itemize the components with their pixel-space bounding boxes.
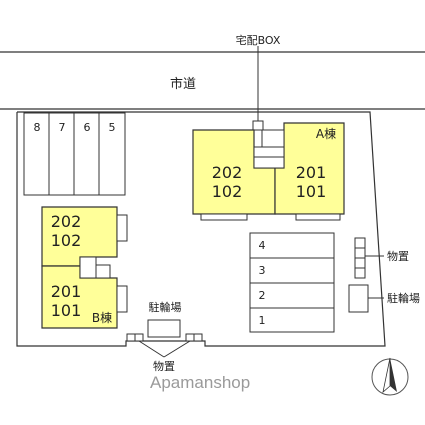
- building-a-name: A棟: [316, 126, 336, 141]
- building-b-unit-101: 101: [51, 301, 82, 320]
- parking-spot-7: 7: [59, 121, 66, 134]
- parking-spot-4: 4: [259, 239, 266, 252]
- parking-spot-1: 1: [259, 314, 266, 327]
- parking-spot-3: 3: [259, 264, 266, 277]
- building-a-unit-201: 201: [296, 163, 327, 182]
- building-a-unit-202: 202: [212, 163, 243, 182]
- delivery-box: [252, 120, 264, 131]
- parking-spot-2: 2: [259, 289, 266, 302]
- parking-spot-5: 5: [109, 121, 116, 134]
- bicycle-parking-center-label: 駐輪場: [149, 300, 182, 314]
- bicycle-parking-right-label: 駐輪場: [387, 291, 420, 305]
- parking-area-right: 4 3 2 1: [249, 232, 335, 333]
- bicycle-parking-right: [348, 284, 369, 313]
- building-b-unit-202: 202: [51, 212, 82, 231]
- north-arrow-icon: [371, 357, 409, 396]
- parking-area-top: 8 7 6 5: [23, 112, 126, 196]
- storage-bottom: [126, 333, 203, 358]
- building-a-unit-101: 101: [296, 182, 327, 201]
- city-road-label: 市道: [170, 76, 196, 92]
- building-b: 202 102 201 101 B棟: [41, 206, 128, 329]
- building-b-unit-102: 102: [51, 231, 82, 250]
- storage-right: [354, 237, 384, 279]
- building-a-unit-102: 102: [212, 182, 243, 201]
- delivery-box-label: 宅配BOX: [236, 33, 281, 47]
- storage-bottom-label: 物置: [153, 359, 175, 373]
- property-boundary: [16, 111, 386, 347]
- watermark: Apamanshop: [150, 373, 250, 392]
- building-b-unit-201: 201: [51, 282, 82, 301]
- parking-spot-8: 8: [34, 121, 41, 134]
- bicycle-parking-center: [147, 319, 181, 338]
- storage-right-label: 物置: [387, 249, 409, 263]
- building-b-name: B棟: [92, 310, 112, 325]
- building-a: A棟 202 102 201 101: [192, 122, 345, 221]
- parking-spot-6: 6: [84, 121, 91, 134]
